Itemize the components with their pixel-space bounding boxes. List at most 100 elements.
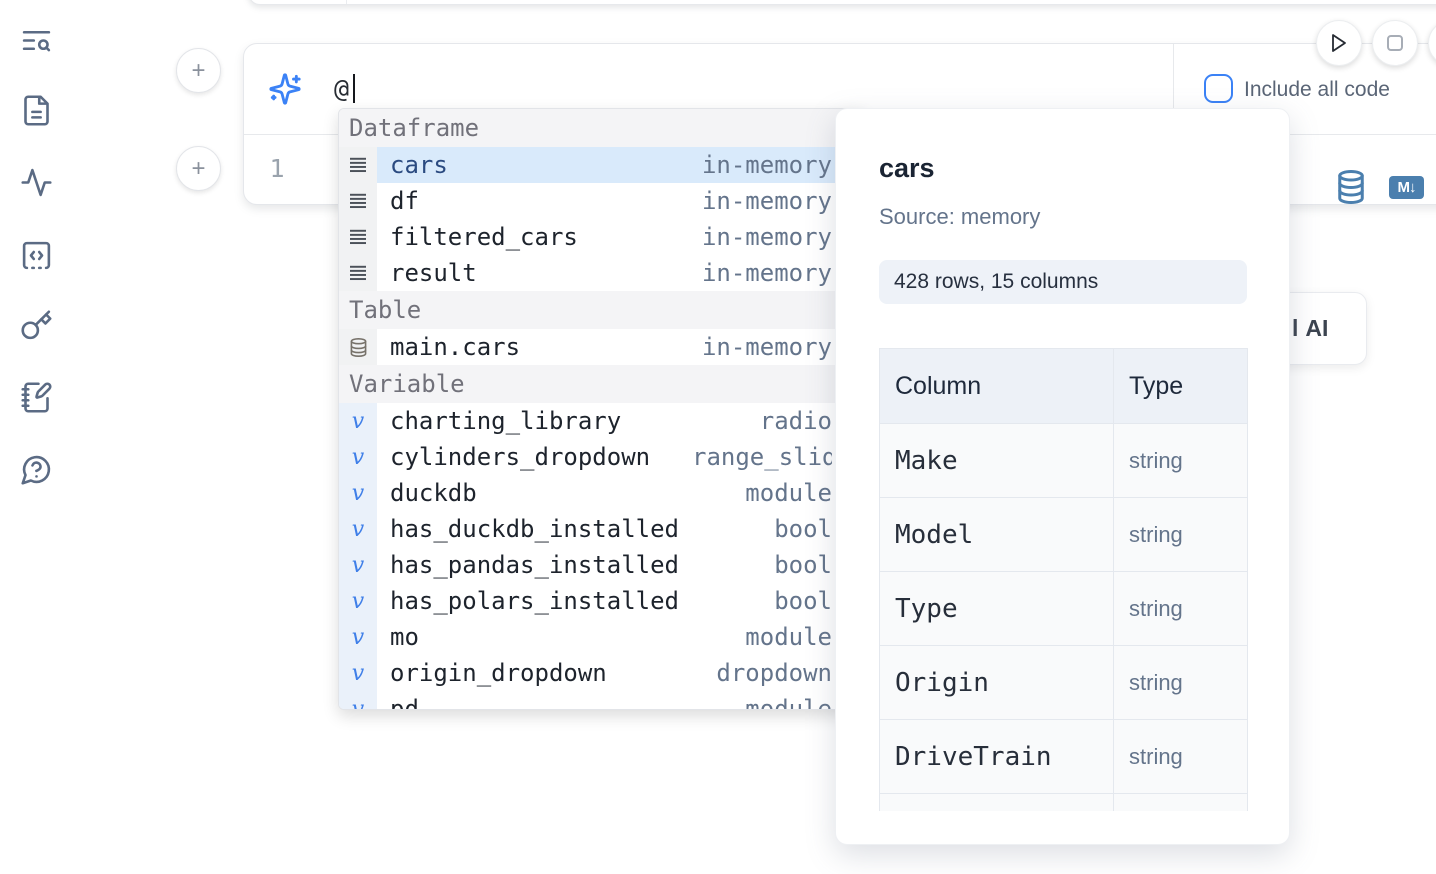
item-name: pd: [390, 695, 419, 710]
item-name: mo: [390, 623, 419, 651]
schema-column-type: string: [1113, 497, 1248, 572]
ai-button-fragment: l: [1292, 315, 1299, 341]
schema-column-name: Model: [879, 497, 1114, 572]
item-kind-gutter: v: [339, 439, 377, 475]
item-name: result: [390, 259, 477, 287]
item-kind-gutter: v: [339, 583, 377, 619]
autocomplete-item[interactable]: v result in-memory: [339, 255, 864, 291]
previous-cell-card: [248, 0, 1436, 5]
schema-row: Origin string: [879, 645, 1248, 720]
add-cell-button-top[interactable]: +: [176, 48, 221, 93]
ai-prompt-input[interactable]: @: [334, 74, 350, 103]
autocomplete-item[interactable]: v cylinders_dropdown range_slider: [339, 439, 864, 475]
item-type: module: [745, 479, 832, 507]
variable-icon: v: [351, 660, 365, 686]
dataframe-rows-icon: [349, 265, 367, 281]
autocomplete-item[interactable]: v mo module: [339, 619, 864, 655]
item-type: in-memory: [701, 223, 832, 251]
schema-row: [879, 793, 1248, 811]
item-kind-gutter: v: [339, 655, 377, 691]
item-kind-gutter: v: [339, 547, 377, 583]
preview-source: Source: memory: [879, 204, 1041, 229]
include-all-code-checkbox[interactable]: [1204, 74, 1233, 103]
ai-sparkles-icon: [268, 72, 302, 106]
stop-button[interactable]: [1372, 20, 1418, 66]
include-all-code-label: Include all code: [1244, 78, 1390, 101]
item-kind-gutter: v: [339, 219, 377, 255]
autocomplete-item[interactable]: v has_duckdb_installed bool: [339, 511, 864, 547]
item-name: filtered_cars: [390, 223, 578, 251]
datasource-icon[interactable]: [1336, 169, 1366, 205]
item-kind-gutter: v: [339, 329, 377, 365]
item-kind-gutter: v: [339, 183, 377, 219]
item-kind-gutter: v: [339, 619, 377, 655]
schema-header-column: Column: [879, 348, 1114, 424]
item-kind-gutter: v: [339, 147, 377, 183]
autocomplete-item[interactable]: v filtered_cars in-memory: [339, 219, 864, 255]
add-cell-button-bottom[interactable]: +: [176, 146, 221, 191]
autocomplete-item[interactable]: v has_polars_installed bool: [339, 583, 864, 619]
dataframe-preview-panel: cars Source: memory 428 rows, 15 columns…: [835, 108, 1290, 845]
schema-column-type: string: [1113, 645, 1248, 720]
text-search-icon[interactable]: [18, 22, 54, 58]
autocomplete-dropdown: Dataframe v cars in-memory v df: [338, 108, 865, 710]
variable-icon: v: [351, 480, 365, 506]
markdown-icon[interactable]: M↓: [1389, 176, 1424, 199]
autocomplete-item[interactable]: v origin_dropdown dropdown: [339, 655, 864, 691]
variable-icon: v: [351, 444, 365, 470]
autocomplete-item[interactable]: v has_pandas_installed bool: [339, 547, 864, 583]
schema-row: DriveTrain string: [879, 719, 1248, 794]
item-type: radio: [759, 407, 832, 435]
item-name: cars: [390, 151, 448, 179]
autocomplete-item[interactable]: v charting_library radio: [339, 403, 864, 439]
dataframe-rows-icon: [349, 193, 367, 209]
autocomplete-item[interactable]: v pd module: [339, 691, 864, 710]
autocomplete-item[interactable]: v df in-memory: [339, 183, 864, 219]
run-cell-button[interactable]: [1316, 20, 1362, 66]
item-kind-gutter: v: [339, 255, 377, 291]
schema-column-name: [879, 793, 1114, 811]
key-icon[interactable]: [18, 307, 54, 343]
item-name: cylinders_dropdown: [390, 443, 651, 471]
item-name: has_polars_installed: [390, 587, 679, 615]
item-name: origin_dropdown: [390, 659, 607, 687]
schema-column-name: Make: [879, 423, 1114, 498]
item-name: df: [390, 187, 419, 215]
item-name: charting_library: [390, 407, 622, 435]
autocomplete-item[interactable]: v main.cars in-memory: [339, 329, 864, 365]
variable-icon: v: [351, 516, 365, 542]
variable-icon: v: [351, 696, 365, 710]
item-type: range_slider: [692, 443, 832, 471]
schema-row: Type string: [879, 571, 1248, 646]
autocomplete-item[interactable]: v duckdb module: [339, 475, 864, 511]
autocomplete-item[interactable]: v cars in-memory: [339, 147, 864, 183]
variable-icon: v: [351, 588, 365, 614]
schema-column-type: string: [1113, 571, 1248, 646]
item-kind-gutter: v: [339, 475, 377, 511]
variable-icon: v: [351, 624, 365, 650]
generate-with-ai-button[interactable]: l AI: [1246, 292, 1367, 365]
activity-icon[interactable]: [18, 164, 54, 200]
item-type: in-memory: [701, 333, 832, 361]
prompt-checkbox-divider: [1173, 44, 1174, 134]
help-chat-icon[interactable]: [18, 451, 54, 487]
item-type: module: [745, 623, 832, 651]
item-type: bool: [774, 515, 832, 543]
item-kind-gutter: v: [339, 691, 377, 710]
item-type: bool: [774, 587, 832, 615]
file-document-icon[interactable]: [18, 92, 54, 128]
cell-line-number: 1: [269, 154, 285, 183]
dataframe-rows-icon: [349, 157, 367, 173]
autocomplete-section-header: Table: [339, 291, 864, 329]
schema-column-type: string: [1113, 719, 1248, 794]
code-snippets-icon[interactable]: [18, 237, 54, 273]
schema-table: Column Type Make string Model string Typ…: [879, 348, 1248, 811]
schema-row: Model string: [879, 497, 1248, 572]
scratchpad-pen-icon[interactable]: [18, 379, 54, 415]
item-type: dropdown: [716, 659, 832, 687]
item-name: has_pandas_installed: [390, 551, 679, 579]
item-kind-gutter: v: [339, 511, 377, 547]
schema-column-name: Origin: [879, 645, 1114, 720]
autocomplete-section-header: Dataframe: [339, 109, 864, 147]
item-name: duckdb: [390, 479, 477, 507]
